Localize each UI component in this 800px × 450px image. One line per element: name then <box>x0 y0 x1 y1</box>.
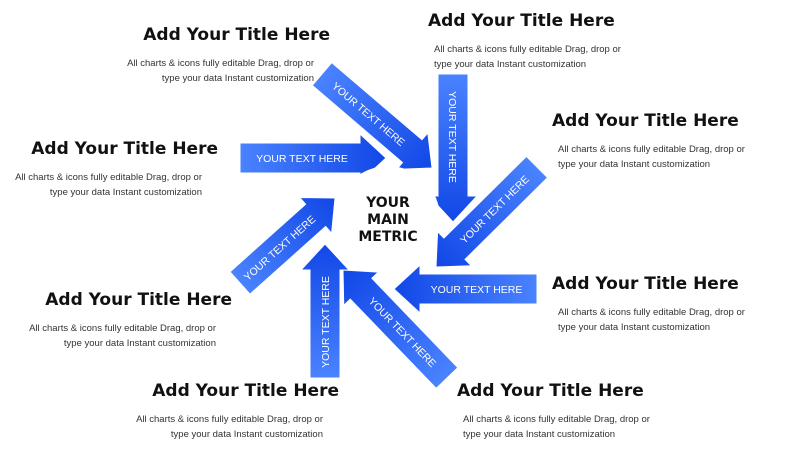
arrow-shape <box>342 269 459 390</box>
arrow-label: YOUR TEXT HERE <box>256 153 348 165</box>
block-title: Add Your Title Here <box>552 274 739 294</box>
block-title: Add Your Title Here <box>552 111 739 131</box>
center-hub <box>336 166 440 270</box>
arrow-shape <box>427 73 479 223</box>
block-desc-line-1: All charts & icons fully editable Drag, … <box>434 44 621 55</box>
center-line-3: METRIC <box>358 229 417 245</box>
info-block-mid-lower-right: Add Your Title Here All charts & icons f… <box>552 273 782 335</box>
block-desc-line-1: All charts & icons fully editable Drag, … <box>558 307 745 318</box>
block-title: Add Your Title Here <box>45 290 232 310</box>
info-block-bottom-right: Add Your Title Here All charts & icons f… <box>457 380 687 442</box>
arrow-label: YOUR TEXT HERE <box>446 91 458 183</box>
info-block-mid-upper-right: Add Your Title Here All charts & icons f… <box>552 110 782 172</box>
block-desc-line-1: All charts & icons fully editable Drag, … <box>127 58 314 69</box>
info-block-bottom-left: Add Your Title Here All charts & icons f… <box>109 380 339 442</box>
info-block-mid-upper-left: Add Your Title Here All charts & icons f… <box>0 138 218 200</box>
block-description: All charts & icons fully editable Drag, … <box>109 412 339 442</box>
arrow-shape <box>229 196 336 295</box>
arrow-label: YOUR TEXT HERE <box>366 295 438 369</box>
block-desc-line-2: type your data Instant customization <box>463 429 616 440</box>
arrow-shape <box>393 263 538 315</box>
arrow-2: YOUR TEXT HERE <box>427 73 479 223</box>
center-line-2: MAIN <box>367 212 409 228</box>
block-description: All charts & icons fully editable Drag, … <box>552 305 782 335</box>
block-title: Add Your Title Here <box>143 25 330 45</box>
arrow-label: YOUR TEXT HERE <box>431 284 523 296</box>
block-title: Add Your Title Here <box>31 139 218 159</box>
arrow-shape <box>299 243 351 379</box>
block-description: All charts & icons fully editable Drag, … <box>2 321 232 351</box>
block-description: All charts & icons fully editable Drag, … <box>100 56 330 86</box>
block-description: All charts & icons fully editable Drag, … <box>0 170 218 200</box>
arrow-shape <box>311 61 433 170</box>
block-desc-line-1: All charts & icons fully editable Drag, … <box>558 144 745 155</box>
arrow-label: YOUR TEXT HERE <box>320 276 332 368</box>
arrow-label: YOUR TEXT HERE <box>242 213 318 283</box>
arrow-7: YOUR TEXT HERE <box>299 243 351 379</box>
block-title: Add Your Title Here <box>457 381 644 401</box>
block-description: All charts & icons fully editable Drag, … <box>552 142 782 172</box>
block-desc-line-1: All charts & icons fully editable Drag, … <box>29 323 216 334</box>
arrow-label: YOUR TEXT HERE <box>329 80 407 149</box>
block-desc-line-1: All charts & icons fully editable Drag, … <box>463 414 650 425</box>
block-description: All charts & icons fully editable Drag, … <box>457 412 687 442</box>
arrow-label: YOUR TEXT HERE <box>458 173 532 246</box>
info-block-mid-lower-left: Add Your Title Here All charts & icons f… <box>2 289 232 351</box>
arrow-6: YOUR TEXT HERE <box>393 263 538 315</box>
block-desc-line-1: All charts & icons fully editable Drag, … <box>15 172 202 183</box>
block-title: Add Your Title Here <box>428 11 615 31</box>
info-block-top-left: Add Your Title Here All charts & icons f… <box>100 24 330 86</box>
arrow-shape <box>435 155 549 268</box>
arrow-3: YOUR TEXT HERE <box>239 132 387 184</box>
center-line-1: YOUR <box>365 195 410 211</box>
block-desc-line-1: All charts & icons fully editable Drag, … <box>136 414 323 425</box>
block-desc-line-2: type your data Instant customization <box>170 429 323 440</box>
block-desc-line-2: type your data Instant customization <box>558 322 711 333</box>
block-desc-line-2: type your data Instant customization <box>63 338 216 349</box>
block-desc-line-2: type your data Instant customization <box>161 73 314 84</box>
block-desc-line-2: type your data Instant customization <box>558 159 711 170</box>
block-description: All charts & icons fully editable Drag, … <box>428 42 658 72</box>
block-desc-line-2: type your data Instant customization <box>49 187 202 198</box>
block-title: Add Your Title Here <box>152 381 339 401</box>
info-block-top-right: Add Your Title Here All charts & icons f… <box>428 10 658 72</box>
block-desc-line-2: type your data Instant customization <box>434 59 587 70</box>
